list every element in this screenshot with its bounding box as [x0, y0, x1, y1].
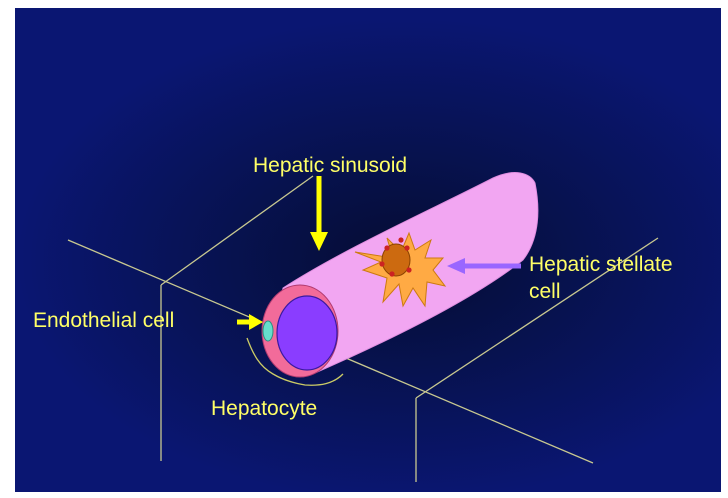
sinusoid-lumen — [277, 296, 337, 370]
hepatic-stellate-label-line2: cell — [529, 280, 561, 303]
lipid-droplet — [379, 261, 384, 266]
endothelial-cell-arrow — [237, 314, 263, 330]
hepatic-sinusoid-label: Hepatic sinusoid — [253, 154, 407, 177]
hepatic-stellate-label-line1: Hepatic stellate — [529, 253, 673, 276]
lipid-droplet — [398, 237, 403, 242]
lipid-droplet — [389, 271, 394, 276]
plane-line — [161, 176, 313, 285]
lipid-droplet — [404, 245, 409, 250]
hepatocyte-label: Hepatocyte — [211, 397, 317, 420]
endothelial-cell-label: Endothelial cell — [33, 309, 174, 332]
lipid-droplet — [384, 245, 389, 250]
endothelial-cell-nucleus — [263, 321, 273, 341]
lipid-droplet — [406, 267, 411, 272]
diagram-slide: Hepatic sinusoid Hepatic stellate cell E… — [15, 8, 721, 492]
liver-sinusoid-diagram — [15, 8, 721, 492]
hepatic-sinusoid-arrow — [310, 176, 328, 251]
